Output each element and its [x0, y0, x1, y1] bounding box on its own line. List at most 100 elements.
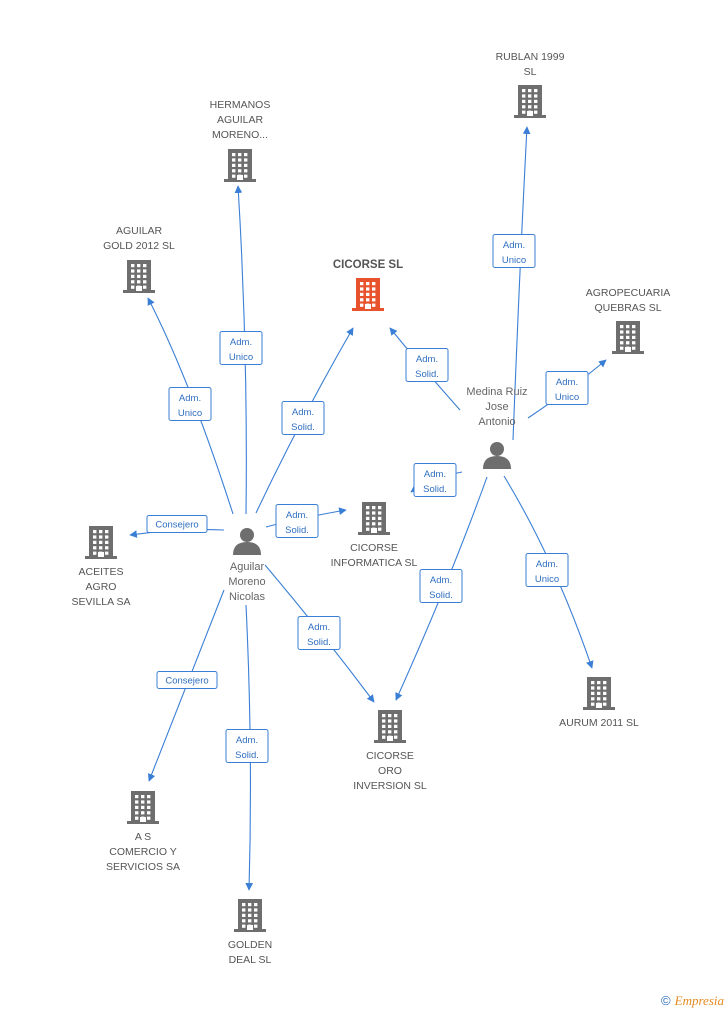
node-label-line: INVERSION SL — [353, 780, 427, 792]
building-icon — [127, 791, 159, 824]
role-label[interactable]: Adm. Solid. — [281, 401, 325, 435]
role-label-text: Adm. — [286, 510, 308, 521]
company-node-as_comercio[interactable]: A S COMERCIO Y SERVICIOS SA — [106, 791, 180, 873]
company-node-aguilar_gold[interactable]: AGUILAR GOLD 2012 SL — [103, 225, 175, 293]
role-label[interactable]: Adm. Solid. — [297, 616, 341, 650]
role-label[interactable]: Adm. Unico — [492, 234, 536, 268]
node-label-line: Antonio — [478, 416, 515, 428]
role-label-text: Adm. — [430, 575, 452, 586]
role-label[interactable]: Adm. Unico — [219, 331, 263, 365]
role-label-text: Solid. — [415, 369, 439, 380]
role-label-text: Unico — [178, 408, 202, 419]
node-label-line: MORENO... — [212, 129, 268, 141]
role-label-text: Unico — [229, 352, 253, 363]
edge-medina-to-rublan — [512, 126, 531, 441]
role-label-text: Unico — [535, 574, 559, 585]
role-label[interactable]: Adm.Solid. — [419, 569, 463, 603]
copyright-symbol: © — [661, 993, 671, 1008]
node-label-line: AGRO — [86, 581, 117, 593]
node-label-line: AURUM 2011 SL — [559, 717, 639, 729]
node-label-line: AGUILAR — [116, 225, 163, 237]
node-label-line: ORO — [378, 765, 402, 777]
role-label[interactable]: Adm. Unico — [525, 553, 569, 587]
person-icon — [483, 442, 511, 469]
building-icon — [234, 899, 266, 932]
role-label-text: Solid. — [423, 484, 447, 495]
role-label-text: Adm. — [416, 354, 438, 365]
company-node-cicorse_inf[interactable]: CICORSE INFORMATICA SL — [331, 502, 418, 569]
node-label-line: Medina Ruiz — [466, 386, 527, 398]
node-label-line: DEAL SL — [229, 954, 272, 966]
node-label-line: RUBLAN 1999 — [496, 51, 565, 63]
building-icon — [352, 278, 384, 311]
node-label-line: CICORSE — [366, 750, 414, 762]
role-label-text: Adm. — [556, 377, 578, 388]
building-icon — [123, 260, 155, 293]
role-label-text: Adm. — [536, 559, 558, 570]
role-label-text: Adm. — [424, 469, 446, 480]
company-node-aurum[interactable]: AURUM 2011 SL — [559, 677, 639, 729]
node-label-line: SEVILLA SA — [72, 596, 131, 608]
company-node-golden[interactable]: GOLDEN DEAL SL — [228, 899, 272, 966]
role-label-text: Consejero — [155, 520, 198, 531]
company-node-cicorse[interactable]: CICORSE SL — [333, 259, 403, 311]
role-label-text: Adm. — [503, 240, 525, 251]
node-label-line: GOLDEN — [228, 939, 272, 951]
brand-footer[interactable]: ©Empresia — [661, 993, 724, 1009]
role-label-text: Adm. — [308, 622, 330, 633]
role-label-text: Unico — [555, 392, 579, 403]
node-label-line: HERMANOS — [210, 99, 271, 111]
node-label-line: Moreno — [228, 576, 265, 588]
brand-logo: Empresia — [674, 993, 724, 1008]
node-label-line: Aguilar — [230, 561, 265, 573]
company-node-hermanos[interactable]: HERMANOS AGUILAR MORENO... — [210, 99, 271, 182]
role-label[interactable]: Adm. Unico — [168, 387, 212, 421]
role-label[interactable]: Adm. Unico — [545, 371, 589, 405]
building-icon — [85, 526, 117, 559]
node-label-line: COMERCIO Y — [109, 846, 176, 858]
role-label-text: Solid. — [285, 525, 309, 536]
role-label-text: Adm. — [230, 337, 252, 348]
building-icon — [612, 321, 644, 354]
node-label-line: GOLD 2012 SL — [103, 240, 175, 252]
company-node-agropecuaria[interactable]: AGROPECUARIA QUEBRAS SL — [586, 287, 671, 354]
building-icon — [583, 677, 615, 710]
role-label-text: Adm. — [179, 393, 201, 404]
role-label-text: Solid. — [235, 750, 259, 761]
node-label-line: Jose — [485, 401, 508, 413]
node-label-line: QUEBRAS SL — [594, 302, 661, 314]
role-label-text: Adm. — [236, 735, 258, 746]
node-label-line: A S — [135, 831, 151, 843]
node-label-line: CICORSE SL — [333, 259, 403, 271]
node-label-line: AGUILAR — [217, 114, 264, 126]
role-label[interactable]: Adm. Solid. — [275, 504, 319, 538]
role-label[interactable]: Consejero — [156, 671, 218, 689]
role-label[interactable]: Adm. Solid. — [405, 348, 449, 382]
company-node-cicorse_oro[interactable]: CICORSE ORO INVERSION SL — [353, 710, 427, 792]
building-icon — [374, 710, 406, 743]
node-label-line: SERVICIOS SA — [106, 861, 180, 873]
node-label-line: ACEITES — [79, 566, 124, 578]
role-label-text: Solid. — [291, 422, 315, 433]
person-icon — [233, 528, 261, 555]
node-label-line: CICORSE — [350, 542, 398, 554]
role-label[interactable]: Adm. Solid. — [225, 729, 269, 763]
building-icon — [358, 502, 390, 535]
building-icon — [514, 85, 546, 118]
company-node-aceites[interactable]: ACEITES AGRO SEVILLA SA — [72, 526, 131, 608]
node-label-line: INFORMATICA SL — [331, 557, 418, 569]
building-icon — [224, 149, 256, 182]
role-label-text: Unico — [502, 255, 526, 266]
role-label-text: Adm. — [292, 407, 314, 418]
role-label-text: Consejero — [165, 676, 208, 687]
node-label-line: AGROPECUARIA — [586, 287, 671, 299]
role-label-text: Solid. — [307, 637, 331, 648]
role-label[interactable]: Adm. Solid. — [413, 463, 457, 497]
role-label[interactable]: Consejero — [146, 515, 208, 533]
